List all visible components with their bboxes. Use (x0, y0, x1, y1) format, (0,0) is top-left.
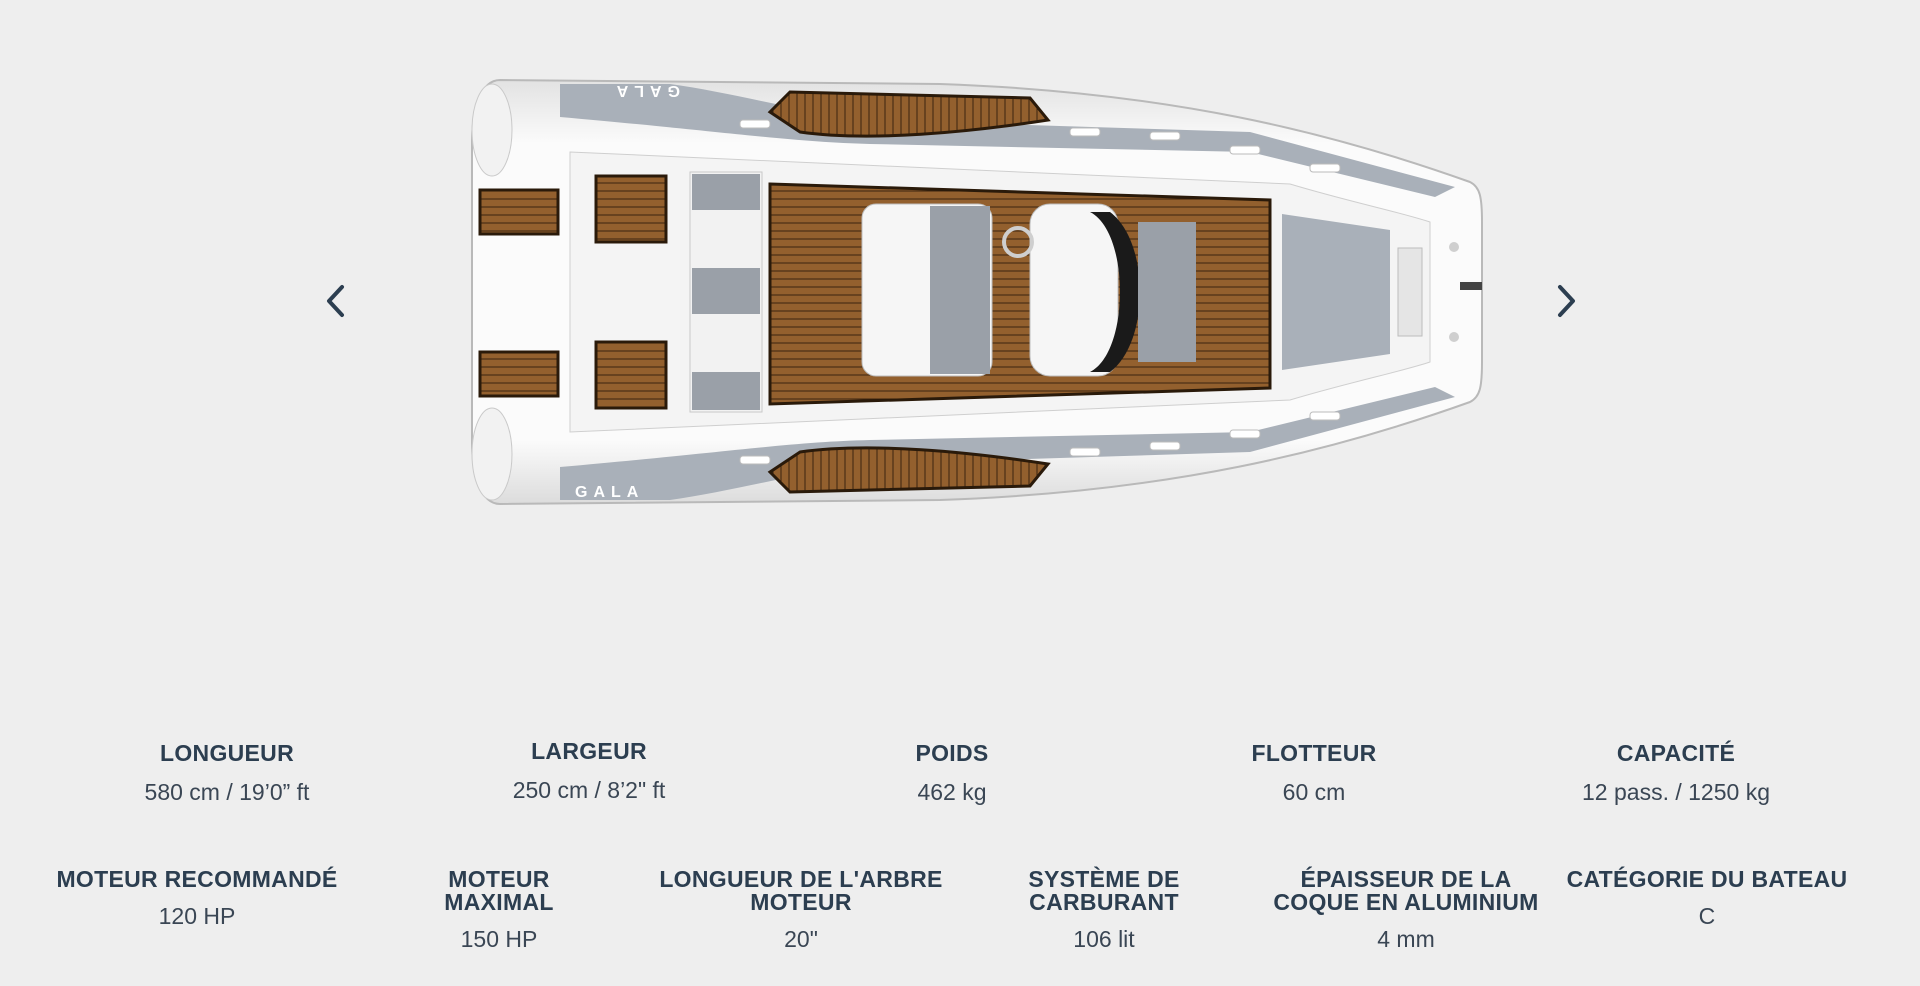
spec-float: FLOTTEUR 60 cm (1251, 742, 1376, 804)
spec-hull-thickness: ÉPAISSEUR DE LA COQUE EN ALUMINIUM 4 mm (1273, 868, 1538, 951)
spec-label-line: CARBURANT (1029, 889, 1179, 915)
spec-label: CAPACITÉ (1616, 740, 1736, 766)
spec-label-line: MAXIMAL (444, 889, 554, 915)
chevron-left-icon (327, 285, 344, 317)
spec-boat-category: CATÉGORIE DU BATEAU C (1567, 868, 1848, 928)
spec-length: LONGUEUR 580 cm / 19’0” ft (145, 742, 310, 804)
spec-width: LARGEUR 250 cm / 8’2" ft (513, 740, 666, 802)
spec-label-line: ÉPAISSEUR DE LA (1300, 866, 1512, 892)
spec-label-line: MOTEUR (750, 889, 852, 915)
boat-top-view-image: GALA GALA (471, 78, 1483, 506)
spec-label: LONGUEUR (159, 740, 295, 766)
carousel-prev-button[interactable] (316, 278, 356, 324)
spec-value: C (1698, 903, 1716, 929)
boat-carousel: GALA GALA (316, 78, 1586, 506)
spec-value: 580 cm / 19’0” ft (144, 779, 310, 805)
spec-weight: POIDS 462 kg (915, 742, 988, 804)
spec-max-engine: MOTEUR MAXIMAL 150 HP (444, 868, 553, 951)
spec-label: MOTEUR RECOMMANDÉ (56, 866, 338, 892)
spec-value: 106 lit (1073, 926, 1135, 952)
spec-value: 12 pass. / 1250 kg (1582, 779, 1770, 805)
spec-value: 60 cm (1282, 779, 1346, 805)
spec-label-line: LONGUEUR DE L'ARBRE (659, 866, 943, 892)
spec-value: 462 kg (917, 779, 987, 805)
spec-value: 4 mm (1377, 926, 1435, 952)
spec-value: 120 HP (158, 903, 236, 929)
spec-label: FLOTTEUR (1251, 740, 1377, 766)
chevron-right-icon (1558, 285, 1575, 317)
spec-label-line: SYSTÈME DE (1028, 866, 1180, 892)
carousel-next-button[interactable] (1546, 278, 1586, 324)
spec-value: 150 HP (460, 926, 538, 952)
spec-fuel-system: SYSTÈME DE CARBURANT 106 lit (1028, 868, 1179, 951)
spec-shaft-length: LONGUEUR DE L'ARBRE MOTEUR 20" (659, 868, 942, 951)
spec-label: CATÉGORIE DU BATEAU (1566, 866, 1848, 892)
spec-label-line: MOTEUR (448, 866, 550, 892)
spec-label-line: COQUE EN ALUMINIUM (1273, 889, 1539, 915)
spec-label: LARGEUR (531, 738, 647, 764)
spec-value: 20" (784, 926, 818, 952)
spec-label: POIDS (915, 740, 989, 766)
spec-capacity: CAPACITÉ 12 pass. / 1250 kg (1582, 742, 1770, 804)
spec-recommended-engine: MOTEUR RECOMMANDÉ 120 HP (56, 868, 337, 928)
svg-text:GALA: GALA (611, 82, 680, 99)
svg-text:GALA: GALA (575, 484, 644, 501)
spec-value: 250 cm / 8’2" ft (512, 777, 666, 803)
